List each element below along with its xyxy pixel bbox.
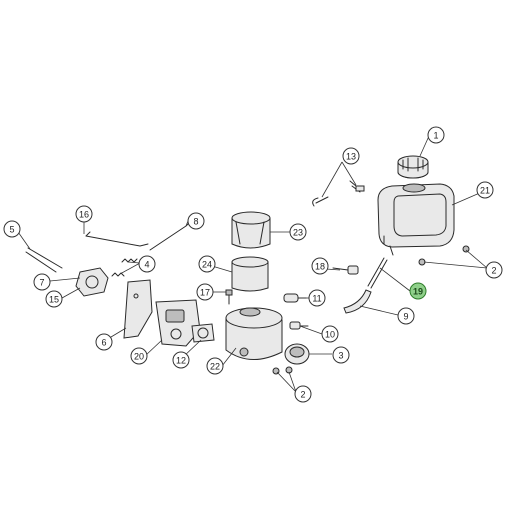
gasket-part (191, 323, 215, 343)
fuel-cap-part (397, 155, 429, 179)
callout-circle (311, 257, 329, 275)
fuel-filter-part (332, 265, 359, 275)
air-filter-cover-part (231, 211, 271, 249)
callout-c8: 8 (187, 212, 205, 230)
callout-circle (332, 346, 350, 364)
callout-c13: 13 (342, 147, 360, 165)
callout-number: 12 (176, 356, 186, 366)
callout-c21: 21 (476, 181, 494, 199)
callout-c9: 9 (397, 307, 415, 325)
screw-part (225, 289, 233, 305)
callout-c3: 3 (332, 346, 350, 364)
callout-circle (342, 147, 360, 165)
callout-circle (289, 223, 307, 241)
callout-number: 9 (403, 312, 408, 322)
callout-circle (172, 351, 190, 369)
callout-c22: 22 (206, 357, 224, 375)
fuel-fitting-part (312, 180, 365, 207)
callout-c17: 17 (196, 283, 214, 301)
callout-circle (321, 325, 339, 343)
clamp-fitting-part (289, 321, 309, 330)
callout-number: 7 (39, 278, 44, 288)
callout-number: 1 (433, 131, 438, 141)
callout-number: 13 (346, 152, 356, 162)
callout-c15: 15 (45, 290, 63, 308)
callout-circle (485, 261, 503, 279)
callout-circle (308, 289, 326, 307)
callout-circle (75, 205, 93, 223)
callout-circle (196, 283, 214, 301)
leader-lines (15, 135, 488, 393)
callout-number: 18 (315, 262, 325, 272)
callout-circle (187, 212, 205, 230)
callout-c4: 4 (138, 255, 156, 273)
callout-c11: 11 (308, 289, 326, 307)
bracket-part (123, 279, 153, 339)
callout-c1: 1 (427, 126, 445, 144)
bolt-part (272, 245, 470, 375)
callout-number: 11 (312, 294, 321, 304)
stud-part (25, 247, 63, 273)
carburetor-spacer-part (75, 267, 109, 297)
callout-c20: 20 (130, 347, 148, 365)
callout-number: 2 (491, 266, 496, 276)
callout-circle (138, 255, 156, 273)
callout-number: 24 (202, 260, 212, 270)
callout-circle (397, 307, 415, 325)
callout-c5: 5 (3, 220, 21, 238)
callout-circle (33, 273, 51, 291)
callout-c10: 10 (321, 325, 339, 343)
callout-circle (198, 255, 216, 273)
callout-circle (409, 282, 427, 300)
callout-c6: 6 (95, 333, 113, 351)
callout-c12: 12 (172, 351, 190, 369)
callout-c24: 24 (198, 255, 216, 273)
callout-circle (476, 181, 494, 199)
callout-number: 4 (144, 260, 149, 270)
callout-number: 10 (325, 330, 335, 340)
callout-number: 21 (480, 186, 490, 196)
callout-c16: 16 (75, 205, 93, 223)
air-filter-element-part (231, 256, 269, 292)
callout-number: 22 (210, 362, 220, 372)
callout-number: 8 (193, 217, 198, 227)
callout-circle (130, 347, 148, 365)
callout-circle (206, 357, 224, 375)
callout-c7: 7 (33, 273, 51, 291)
callout-number: 16 (79, 210, 89, 220)
callout-number: 6 (101, 338, 106, 348)
callout-c19: 19 (409, 282, 427, 300)
throttle-rod-part (85, 231, 149, 247)
fuel-line-part (343, 257, 388, 314)
callout-number: 19 (413, 287, 423, 297)
callout-number: 3 (338, 351, 343, 361)
callout-number: 2 (300, 390, 305, 400)
callout-c23: 23 (289, 223, 307, 241)
callout-number: 5 (9, 225, 14, 235)
callout-circle (45, 290, 63, 308)
callout-circle (294, 385, 312, 403)
air-filter-base-part (225, 307, 283, 360)
callout-c18: 18 (311, 257, 329, 275)
spring-part (111, 258, 138, 277)
callout-c2a: 2 (485, 261, 503, 279)
callout-circle (3, 220, 21, 238)
callout-number: 15 (49, 295, 59, 305)
callout-number: 17 (200, 288, 210, 298)
fuel-tank-part (377, 183, 455, 256)
choke-rod-part (149, 221, 191, 251)
callout-c2b: 2 (294, 385, 312, 403)
callout-circle (427, 126, 445, 144)
primer-bulb-part (284, 343, 310, 365)
callout-circle (95, 333, 113, 351)
callout-number: 23 (293, 228, 303, 238)
callout-number: 20 (134, 352, 144, 362)
